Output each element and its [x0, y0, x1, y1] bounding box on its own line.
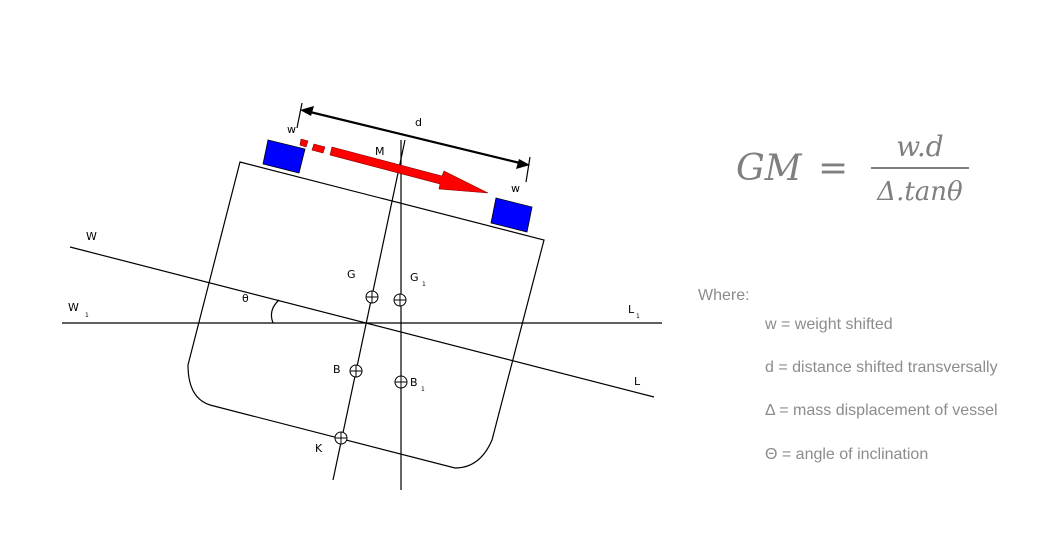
label-l: L [634, 375, 641, 388]
formula-lhs: GM [736, 148, 803, 189]
legend-item-d: d = distance shifted transversally [765, 359, 998, 376]
shift-arrow-body [329, 146, 489, 194]
label-d: d [415, 116, 422, 129]
label-l1: L [628, 303, 635, 316]
label-w1-subscript: 1 [85, 312, 89, 319]
label-w1: W [68, 301, 79, 314]
shift-arrow-dash-1 [299, 138, 309, 148]
label-g1-subscript: 1 [422, 281, 426, 288]
label-m: M [375, 145, 385, 158]
d-dimension-line [305, 109, 525, 166]
legend-heading: Where: [698, 287, 750, 304]
ship-centerline [332, 139, 406, 481]
label-k: K [315, 442, 323, 455]
formula-denominator: Δ.tanθ [876, 177, 963, 207]
gm-formula: GM = w.d Δ.tanθ [736, 130, 969, 207]
theta-arc [270, 299, 280, 324]
legend-item-w: w = weight shifted [765, 316, 893, 333]
d-arrowhead-right [516, 159, 530, 169]
waterline-wl [69, 246, 655, 398]
legend-item-delta: Δ = mass displacement of vessel [765, 402, 998, 419]
point-b1 [394, 375, 408, 389]
d-tick-left [296, 102, 303, 129]
label-b: B [333, 363, 341, 376]
hull-outline [187, 161, 545, 469]
label-g: G [347, 268, 356, 281]
shift-arrow-dash-2 [311, 143, 326, 154]
label-w-shifted: w [511, 182, 520, 195]
shift-arrow [299, 138, 489, 194]
label-b1: B [410, 376, 418, 389]
label-theta: θ [242, 292, 249, 305]
label-w-original: w [287, 123, 296, 136]
weight-block-shifted [490, 197, 533, 233]
label-l1-subscript: 1 [636, 313, 640, 320]
label-w-waterline: W [86, 230, 97, 243]
weight-block-original [262, 139, 306, 174]
point-b [349, 364, 363, 378]
d-arrowhead-left [300, 106, 314, 116]
label-b1-subscript: 1 [421, 386, 425, 393]
point-g1 [393, 293, 407, 307]
point-g [365, 290, 379, 304]
legend-item-theta: Θ = angle of inclination [765, 446, 929, 463]
point-k [334, 431, 348, 445]
formula-numerator: w.d [896, 130, 943, 163]
formula-equals: = [818, 148, 848, 189]
d-tick-right [525, 156, 531, 183]
label-g1: G [410, 271, 419, 284]
